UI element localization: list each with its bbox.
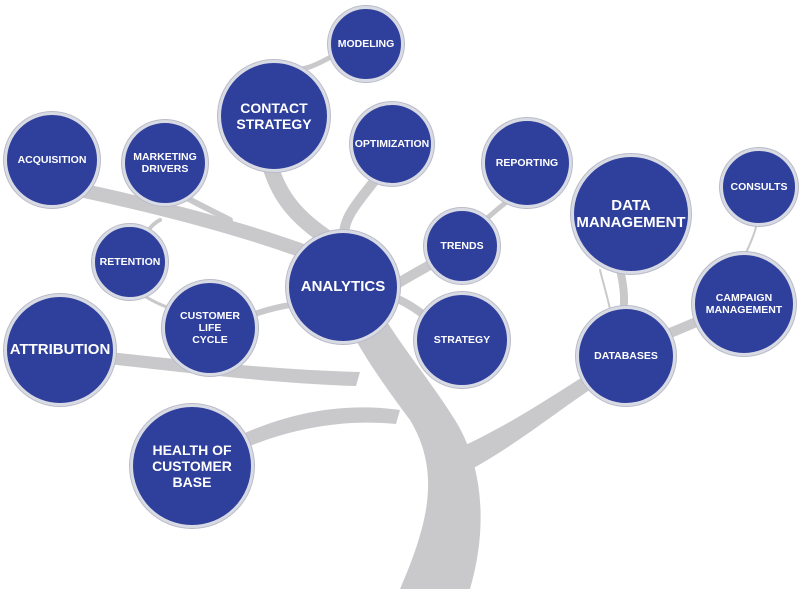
node-label: CONSULTS: [730, 180, 788, 193]
node-contact-strategy[interactable]: CONTACT STRATEGY: [218, 60, 330, 172]
node-attribution[interactable]: ATTRIBUTION: [4, 294, 116, 406]
node-analytics[interactable]: ANALYTICS: [286, 230, 400, 344]
node-label: ACQUISITION: [17, 153, 87, 166]
node-trends[interactable]: TRENDS: [424, 208, 500, 284]
node-label: REPORTING: [495, 156, 559, 169]
node-label: TRENDS: [440, 239, 484, 252]
trunk: [345, 310, 481, 589]
node-label: ATTRIBUTION: [9, 341, 111, 359]
node-label: CUSTOMER LIFE CYCLE: [180, 309, 240, 347]
node-modeling[interactable]: MODELING: [328, 6, 404, 82]
node-retention[interactable]: RETENTION: [92, 224, 168, 300]
node-consults[interactable]: CONSULTS: [720, 148, 798, 226]
node-campaign-management[interactable]: CAMPAIGN MANAGEMENT: [692, 252, 796, 356]
node-reporting[interactable]: REPORTING: [482, 118, 572, 208]
node-acquisition[interactable]: ACQUISITION: [4, 112, 100, 208]
node-label: OPTIMIZATION: [354, 137, 430, 150]
node-label: DATA MANAGEMENT: [576, 196, 686, 231]
node-label: CAMPAIGN MANAGEMENT: [705, 291, 783, 316]
node-label: MARKETING DRIVERS: [133, 150, 197, 175]
branch-databases: [455, 360, 618, 470]
node-optimization[interactable]: OPTIMIZATION: [350, 102, 434, 186]
node-data-management[interactable]: DATA MANAGEMENT: [571, 154, 691, 274]
branch-contact: [262, 157, 338, 248]
node-strategy[interactable]: STRATEGY: [414, 292, 510, 388]
node-health-of-customer-base[interactable]: HEALTH OF CUSTOMER BASE: [130, 404, 254, 528]
node-label: CONTACT STRATEGY: [236, 99, 312, 132]
node-label: MODELING: [337, 37, 395, 50]
node-marketing-drivers[interactable]: MARKETING DRIVERS: [122, 120, 208, 206]
node-customer-life-cycle[interactable]: CUSTOMER LIFE CYCLE: [162, 280, 258, 376]
node-databases[interactable]: DATABASES: [576, 306, 676, 406]
branch-health: [230, 407, 400, 452]
node-label: RETENTION: [99, 255, 161, 268]
node-label: STRATEGY: [433, 333, 491, 346]
node-label: HEALTH OF CUSTOMER BASE: [152, 441, 232, 491]
node-label: DATABASES: [594, 349, 658, 362]
node-label: ANALYTICS: [300, 278, 386, 296]
